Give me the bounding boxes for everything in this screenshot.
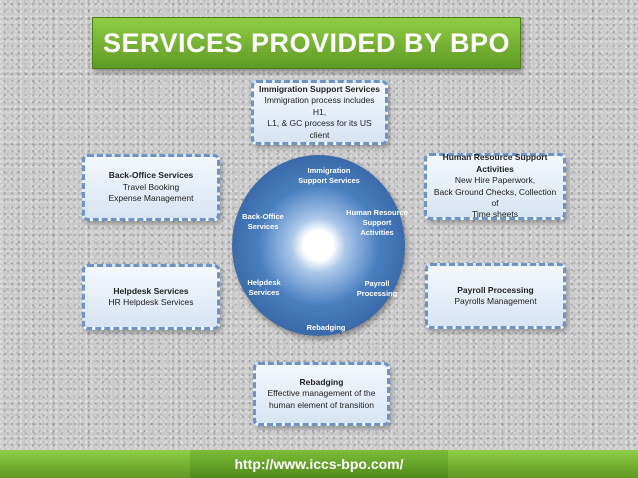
box-heading: Back-Office Services — [108, 170, 194, 181]
immigration-support-box: Immigration Support Services Immigration… — [251, 80, 388, 145]
box-heading: Rebadging — [299, 376, 344, 387]
services-wheel — [232, 155, 405, 336]
box-line: Immigration process includes H1, — [264, 95, 375, 117]
box-heading: Helpdesk Services — [113, 285, 189, 296]
payroll-processing-box: Payroll Processing Payrolls Management — [425, 263, 566, 329]
box-heading: Payroll Processing — [457, 284, 534, 295]
back-office-services-box: Back-Office Services Travel Booking Expe… — [82, 154, 220, 221]
box-line: L1, & GC process for its US client — [267, 118, 372, 140]
box-line: Time sheets — [472, 209, 518, 220]
box-line: Back Ground Checks, Collection of — [433, 186, 557, 208]
wheel-label-helpdesk: Helpdesk Services — [247, 278, 281, 297]
wheel-label-rebadging: Rebadging — [306, 323, 346, 332]
helpdesk-services-box: Helpdesk Services HR Helpdesk Services — [82, 264, 220, 330]
wheel-label-human-resource: Human Resource Support Activities — [346, 208, 408, 237]
box-heading: Human Resource Support Activities — [442, 152, 548, 174]
wheel-label-payroll: Payroll Processing — [356, 279, 398, 298]
box-line: Expense Management — [108, 193, 194, 204]
footer-url-link[interactable]: http://www.iccs-bpo.com/ — [190, 450, 448, 478]
box-line: New Hire Paperwork, — [454, 175, 536, 186]
page-title: SERVICES PROVIDED BY BPO — [92, 17, 521, 69]
wheel-label-immigration: Immigration Support Services — [298, 166, 360, 185]
box-heading: Immigration Support Services — [259, 83, 380, 94]
box-line: Payrolls Management — [454, 296, 537, 306]
box-line: Travel Booking — [122, 181, 180, 192]
box-line: Effective management of the — [267, 388, 376, 399]
wheel-label-back-office: Back-Office Services — [242, 212, 284, 231]
rebadging-box: Rebadging Effective management of the hu… — [253, 362, 390, 426]
human-resource-support-box: Human Resource Support Activities New Hi… — [424, 152, 566, 220]
box-line: human element of transition — [269, 399, 374, 410]
box-line: HR Helpdesk Services — [108, 297, 194, 307]
